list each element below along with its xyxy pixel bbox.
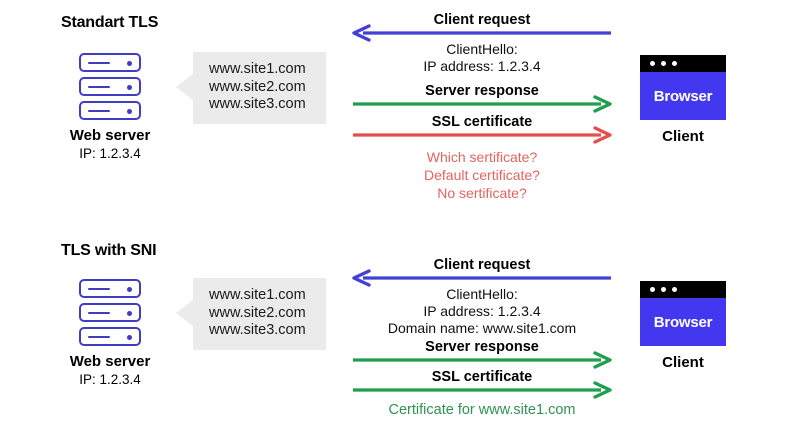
request-detail-line: IP address: 1.2.3.4 (423, 58, 541, 74)
flow-label-ssl-certificate-top: SSL certificate (431, 114, 533, 130)
server-bar-3 (79, 327, 141, 346)
browser-dot-icon (672, 61, 677, 66)
browser-dot-icon (661, 287, 666, 292)
server-label-bottom: Web server (69, 353, 151, 370)
callout-domain: www.site2.com (209, 78, 306, 95)
warning-line: Which sertificate? (426, 149, 538, 165)
server-bar-2 (79, 303, 141, 322)
browser-titlebar (640, 55, 726, 72)
domain-callout-top: www.site1.com www.site2.com www.site3.co… (193, 52, 326, 124)
section-title-top: Standart TLS (61, 14, 159, 31)
browser-dot-icon (650, 287, 655, 292)
server-label-top: Web server (69, 127, 151, 144)
callout-domain: www.site2.com (209, 304, 306, 321)
server-ip-bottom: IP: 1.2.3.4 (79, 372, 141, 387)
callout-notch-bottom (176, 300, 193, 326)
flow-label-server-response-bottom: Server response (425, 339, 539, 355)
server-ip-top: IP: 1.2.3.4 (79, 146, 141, 161)
server-bar-1 (79, 279, 141, 298)
server-stack-icon (79, 53, 141, 121)
browser-dot-icon (650, 61, 655, 66)
arrow-right-icon (353, 126, 612, 144)
request-detail-line: IP address: 1.2.3.4 (423, 303, 541, 319)
flow-label-client-request-bottom: Client request (433, 257, 531, 273)
domain-callout-bottom: www.site1.com www.site2.com www.site3.co… (193, 278, 326, 350)
result-line: Certificate for www.site1.com (388, 402, 576, 418)
callout-domain: www.site1.com (209, 287, 306, 303)
callout-domain: www.site3.com (209, 96, 306, 112)
section-title-bottom: TLS with SNI (61, 242, 157, 259)
flow-label-client-request-top: Client request (433, 12, 531, 28)
request-detail-line: Domain name: www.site1.com (387, 320, 577, 336)
server-bar-3 (79, 101, 141, 120)
browser-window-icon: Browser (640, 55, 726, 120)
arrow-right-icon (353, 381, 612, 399)
browser-titlebar (640, 281, 726, 298)
browser-window-icon: Browser (640, 281, 726, 346)
request-detail-line: ClientHello: (446, 286, 518, 302)
client-label-top: Client (662, 128, 704, 145)
browser-label-top: Browser (653, 87, 713, 105)
callout-domain: www.site1.com (209, 61, 306, 77)
browser-dot-icon (672, 287, 677, 292)
callout-domain: www.site3.com (209, 322, 306, 338)
arrow-left-icon (352, 269, 611, 287)
arrow-left-icon (352, 24, 611, 42)
browser-label-bottom: Browser (653, 313, 713, 331)
warning-line: No sertificate? (437, 185, 527, 201)
flow-label-ssl-certificate-bottom: SSL certificate (431, 369, 533, 385)
browser-dot-icon (661, 61, 666, 66)
arrow-right-icon (353, 351, 612, 369)
server-stack-icon (79, 279, 141, 347)
server-bar-1 (79, 53, 141, 72)
client-label-bottom: Client (662, 354, 704, 371)
server-bar-2 (79, 77, 141, 96)
arrow-right-icon (353, 95, 612, 113)
flow-label-server-response-top: Server response (425, 83, 539, 99)
callout-notch-top (176, 74, 193, 100)
warning-line: Default certificate? (424, 167, 540, 183)
request-detail-line: ClientHello: (446, 41, 518, 57)
